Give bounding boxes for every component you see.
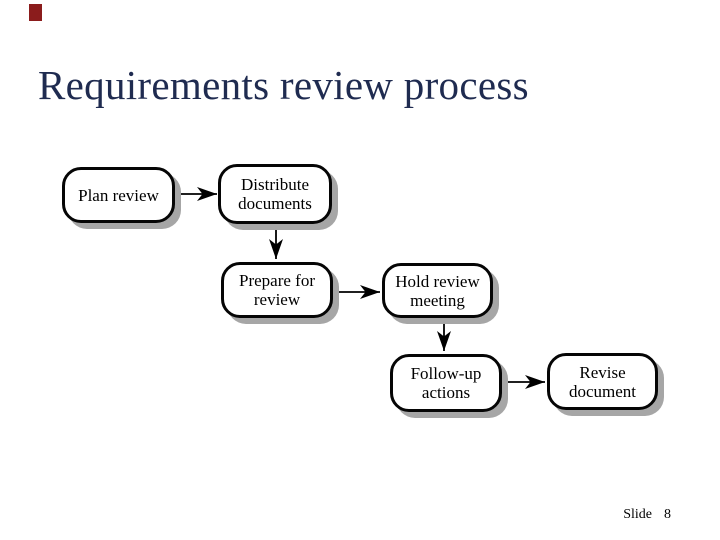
corner-marker-decoration xyxy=(29,4,42,21)
slide-number: Slide 8 xyxy=(623,507,671,523)
flow-node-label: Prepare for review xyxy=(239,271,315,309)
slide-number-value: 8 xyxy=(664,507,671,522)
flow-node-label: Follow-up actions xyxy=(410,364,482,402)
slide-number-label: Slide xyxy=(623,507,652,522)
flow-node-label: Hold review meeting xyxy=(395,271,480,310)
flow-node-label: Revise document xyxy=(568,362,637,401)
flow-node-prepare-for-review: Prepare for review xyxy=(221,262,333,318)
flow-node-label: Plan review xyxy=(78,185,159,205)
flow-node-distribute-documents: Distribute documents xyxy=(218,164,332,224)
flow-node-label: Distribute documents xyxy=(238,175,312,213)
flow-node-follow-up-actions: Follow-up actions xyxy=(390,354,502,412)
flow-node-plan-review: Plan review xyxy=(62,167,175,223)
slide-title: Requirements review process xyxy=(38,62,529,108)
flow-node-revise-document: Revise document xyxy=(547,353,658,410)
flow-node-hold-review-meeting: Hold review meeting xyxy=(382,263,493,318)
